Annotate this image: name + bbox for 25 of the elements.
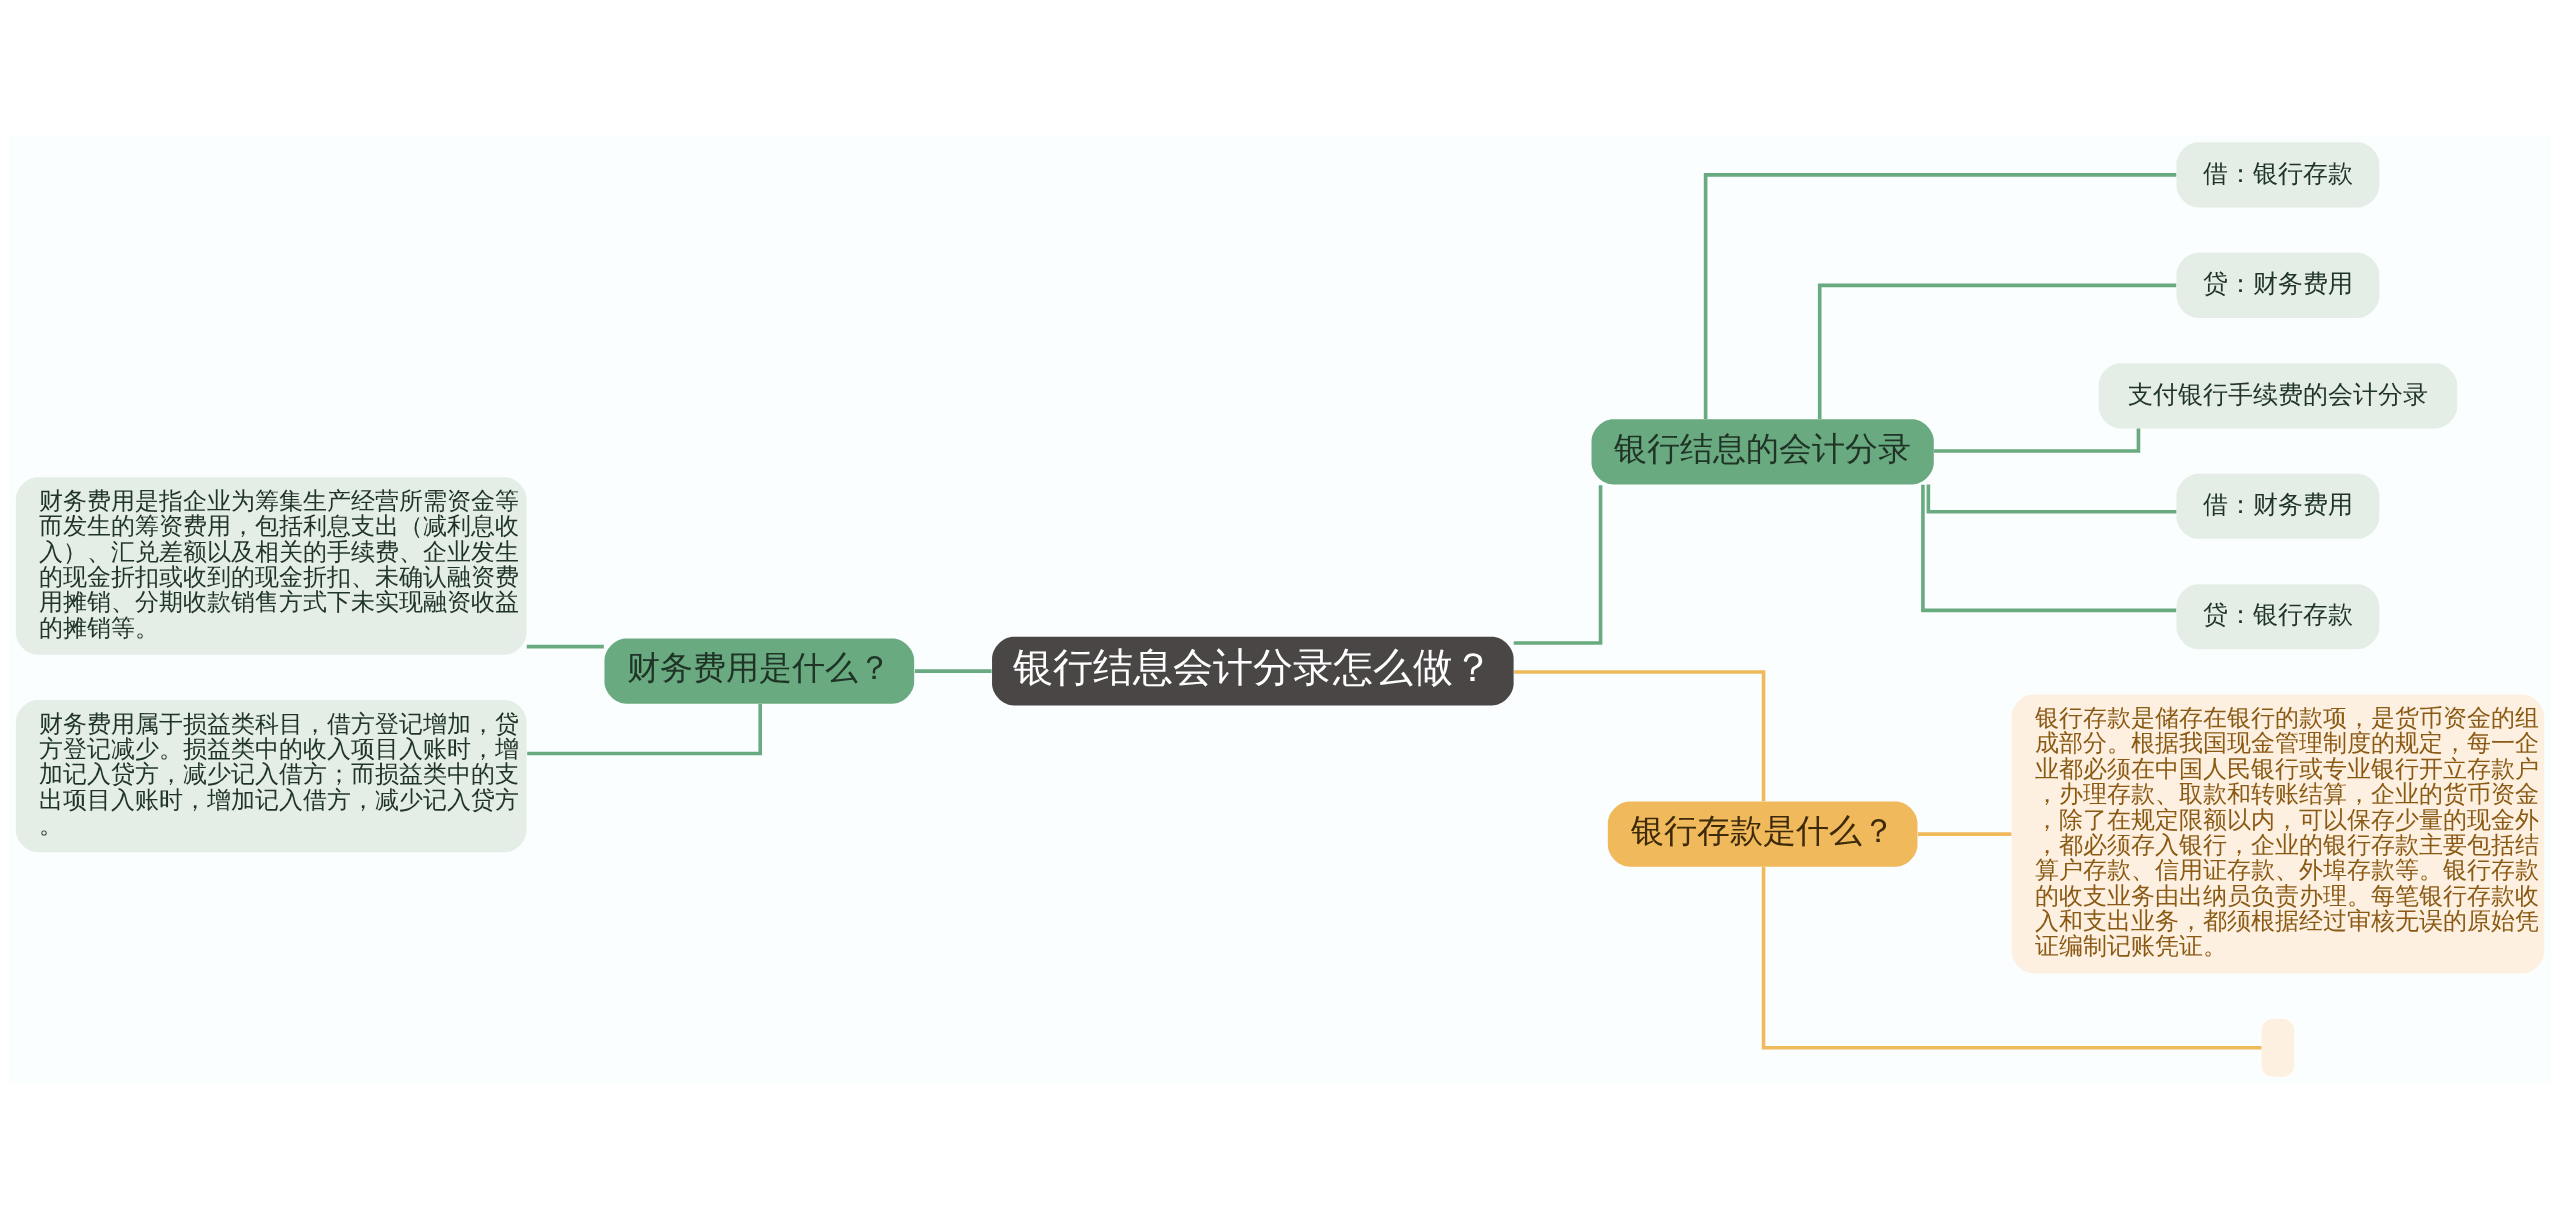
- connector: [1513, 485, 1603, 645]
- connector: [1761, 867, 2262, 1050]
- connector: [1934, 428, 2141, 453]
- node-box: 财务费用是什么？: [604, 638, 915, 704]
- connector: [526, 644, 604, 649]
- node-box: 财务费用是指企业为筹集生产经营所需资金等而发生的筹资费用，包括利息支出（减利息收入）、汇兑差额以及相关的手续费、企业发生的现金折扣或收到的现金折扣、未确认融资费用摊销、分期收款销售方式下未实现融资收益的摊销等。: [15, 477, 527, 655]
- node-box: 借：银行存款: [2176, 142, 2380, 208]
- connector: [1917, 832, 2012, 836]
- connector: [1926, 484, 2177, 514]
- node-box: 银行存款是储存在银行的款项，是货币资金的组成部分。根据我国现金管理制度的规定，每一企业都必须在中国人民银行或专业银行开立存款户，办理存款、取款和转账结算，企业的货币资金，除了在规定限额以内，可以保存少量的现金外，都必须存入银行，企业的银行存款主要包括结算户存款、信用证存款、外埠存款等。银行存款的收支业务由出纳员负责办理。每笔银行存款收入和支出业务，都须根据经过审核无误的原始凭证编制记账凭证。: [2011, 694, 2545, 974]
- node-box: 贷：银行存款: [2176, 584, 2380, 650]
- connector: [1514, 670, 1766, 802]
- connector: [914, 669, 992, 673]
- node-box: 银行存款是什么？: [1607, 801, 1918, 867]
- node-box: [2261, 1018, 2295, 1077]
- node-box: 支付银行手续费的会计分录: [2098, 363, 2458, 429]
- node-box: 借：财务费用: [2176, 473, 2380, 539]
- node-box: 贷：财务费用: [2176, 252, 2380, 318]
- node-box: 银行结息的会计分录: [1591, 419, 1934, 485]
- connector: [527, 704, 763, 756]
- connector: [1817, 283, 2177, 419]
- node-box: 财务费用属于损益类科目，借方登记增加，贷方登记减少。损益类中的收入项目入账时，增加记入贷方，减少记入借方；而损益类中的支出项目入账时，增加记入借方，减少记入贷方。: [15, 700, 527, 853]
- node-box: 银行结息会计分录怎么做？: [992, 636, 1514, 706]
- connector: [1703, 173, 2177, 420]
- connector: [1921, 484, 2177, 613]
